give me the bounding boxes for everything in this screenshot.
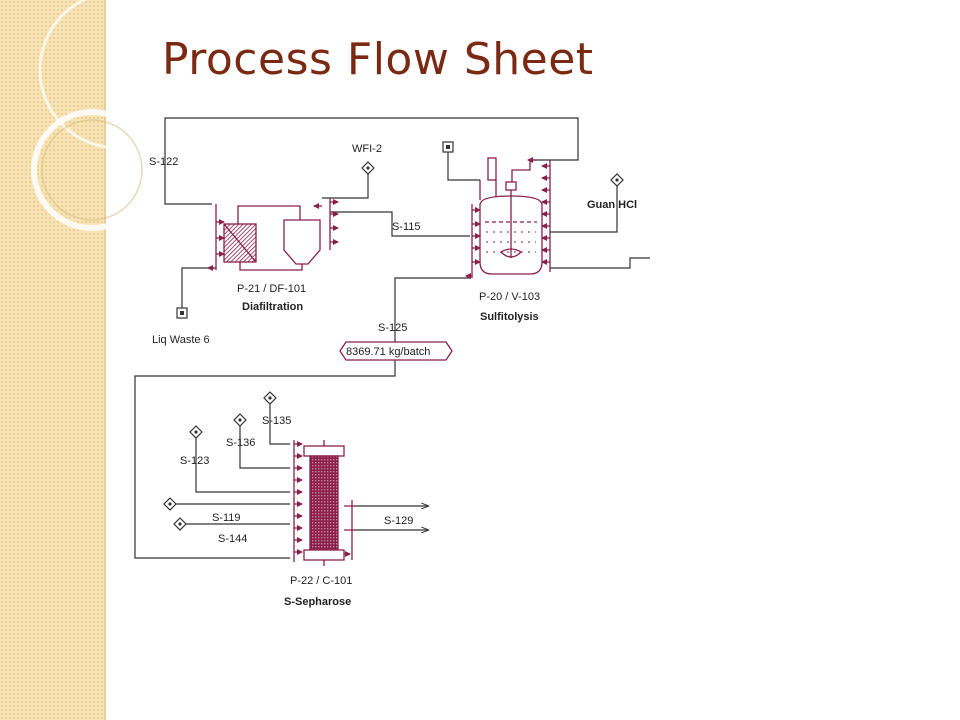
deco-ring-shadow: [41, 119, 143, 221]
diafiltration-recirc-line: [237, 205, 301, 224]
guanhcl-terminal: [610, 173, 624, 187]
s144-terminal: [173, 517, 187, 531]
sepharose-unit: [293, 440, 355, 566]
stream-liqwaste-line: [181, 267, 216, 308]
stream-label-s123: S-123: [180, 455, 209, 467]
stream-s136-line: [239, 420, 290, 469]
unit-name-sulfitolysis: Sulfitolysis: [480, 311, 539, 323]
sulfitolysis-agitator-motor: [505, 181, 517, 191]
stream-lines: [134, 117, 650, 559]
stream-label-wfi2: WFI-2: [352, 143, 382, 155]
wfi2-terminal: [361, 161, 375, 175]
s119-terminal: [163, 497, 177, 511]
unit-name-sepharose: S-Sepharose: [284, 596, 351, 608]
sulf-top-terminal: [442, 141, 454, 153]
stream-s123-line: [195, 432, 290, 493]
stream-s135-line: [269, 398, 290, 445]
stream-s125-line: [134, 277, 470, 559]
stream-label-s125: S-125: [378, 322, 407, 334]
stream-sulf-top-line: [447, 152, 480, 181]
deco-ring-inner: [31, 109, 153, 231]
unit-id-sepharose: P-22 / C-101: [290, 575, 352, 587]
flow-rate-tag-text: 8369.71 kg/batch: [346, 346, 430, 358]
terminals: [163, 141, 624, 531]
sulfitolysis-liquid-pattern: [486, 231, 536, 253]
stream-label-liq-waste6: Liq Waste 6: [152, 334, 210, 346]
stream-label-s144: S-144: [218, 533, 247, 545]
unit-id-sulfitolysis: P-20 / V-103: [479, 291, 540, 303]
stream-label-s119: S-119: [212, 512, 241, 524]
stream-s115-line: [330, 211, 470, 237]
stream-s122-line: [164, 117, 579, 205]
stream-label-s129: S-129: [384, 515, 413, 527]
diafiltration-unit: [207, 198, 339, 271]
sulfitolysis-unit: [465, 157, 551, 279]
unit-name-diafiltration: Diafiltration: [242, 301, 303, 313]
liqwaste-terminal: [176, 307, 188, 319]
flow-rate-tag: [339, 341, 453, 361]
page-title: Process Flow Sheet: [162, 34, 594, 85]
sulfitolysis-impeller: [499, 248, 523, 258]
deco-ring-outer: [38, 0, 198, 150]
stream-label-s136: S-136: [226, 437, 255, 449]
diafiltration-return-line: [239, 262, 303, 271]
stream-label-s135: S-135: [262, 415, 291, 427]
column-outlet-stubs: [344, 505, 355, 531]
column-top-cap: [303, 445, 345, 457]
s123-terminal: [189, 425, 203, 439]
stream-wfi2-line: [322, 168, 369, 199]
sulfitolysis-recycle-entry: [511, 160, 531, 182]
s136-terminal: [233, 413, 247, 427]
stream-guanhcl-line: [550, 180, 618, 233]
column-bottom-cap: [303, 549, 345, 561]
stream-label-guan-hcl: Guan HCl: [587, 199, 637, 211]
stream-label-s115: S-115: [392, 221, 421, 233]
sulfitolysis-condenser: [487, 157, 497, 181]
stream-label-s122: S-122: [149, 156, 178, 168]
stream-right-inlet-line: [550, 257, 650, 269]
diafiltration-membrane-diagonal: [223, 223, 257, 263]
unit-id-diafiltration: P-21 / DF-101: [237, 283, 306, 295]
decorative-circles: [31, 0, 198, 231]
column-packed-bed: [309, 455, 339, 551]
diafiltration-tank: [283, 219, 321, 265]
sidebar-edge: [104, 0, 106, 720]
s135-terminal: [263, 391, 277, 405]
